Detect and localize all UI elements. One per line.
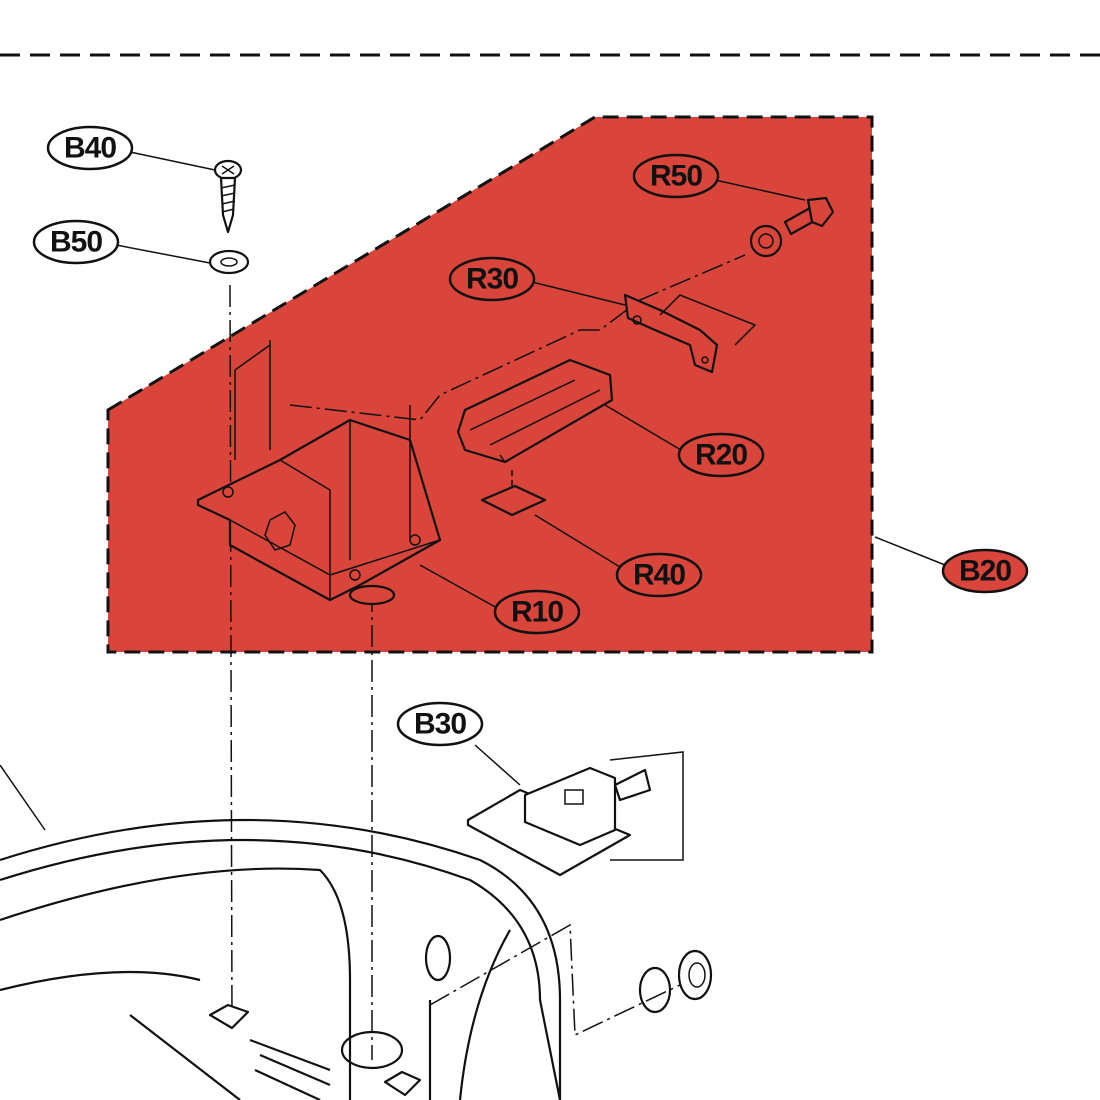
leader-lines (0, 151, 946, 831)
callout-r30[interactable]: R30 (448, 256, 536, 302)
callout-r10[interactable]: R10 (493, 589, 581, 635)
callout-r40[interactable]: R40 (615, 552, 703, 598)
bracket-r10-icon (196, 340, 442, 606)
base-housing-icon (0, 818, 713, 1100)
bolt-r50-icon (749, 196, 835, 258)
pad-r40-icon (480, 470, 547, 517)
washer-b50-icon (208, 249, 250, 275)
callout-label: R20 (695, 439, 747, 472)
screw-b40-icon (213, 159, 243, 234)
callout-label: R30 (466, 263, 518, 296)
callout-label: R40 (633, 559, 685, 592)
callout-label: B50 (50, 226, 102, 259)
callout-b40[interactable]: B40 (46, 125, 134, 171)
callout-label: B20 (959, 555, 1011, 588)
plate-r30-icon (623, 293, 757, 374)
rail-r20-icon (456, 358, 614, 464)
callout-label: B40 (64, 132, 116, 165)
callout-label: B30 (414, 708, 466, 741)
callout-b50[interactable]: B50 (32, 219, 120, 265)
assembly-axis-lines (229, 254, 746, 1060)
callout-label: R10 (511, 596, 563, 629)
switch-b30-icon (466, 751, 684, 877)
callout-r50[interactable]: R50 (632, 153, 720, 199)
callout-r20[interactable]: R20 (677, 432, 765, 478)
nut-washer-icon (638, 949, 713, 1014)
callout-b30[interactable]: B30 (396, 701, 484, 747)
callout-label: R50 (650, 160, 702, 193)
callout-b20[interactable]: B20 (941, 548, 1029, 594)
